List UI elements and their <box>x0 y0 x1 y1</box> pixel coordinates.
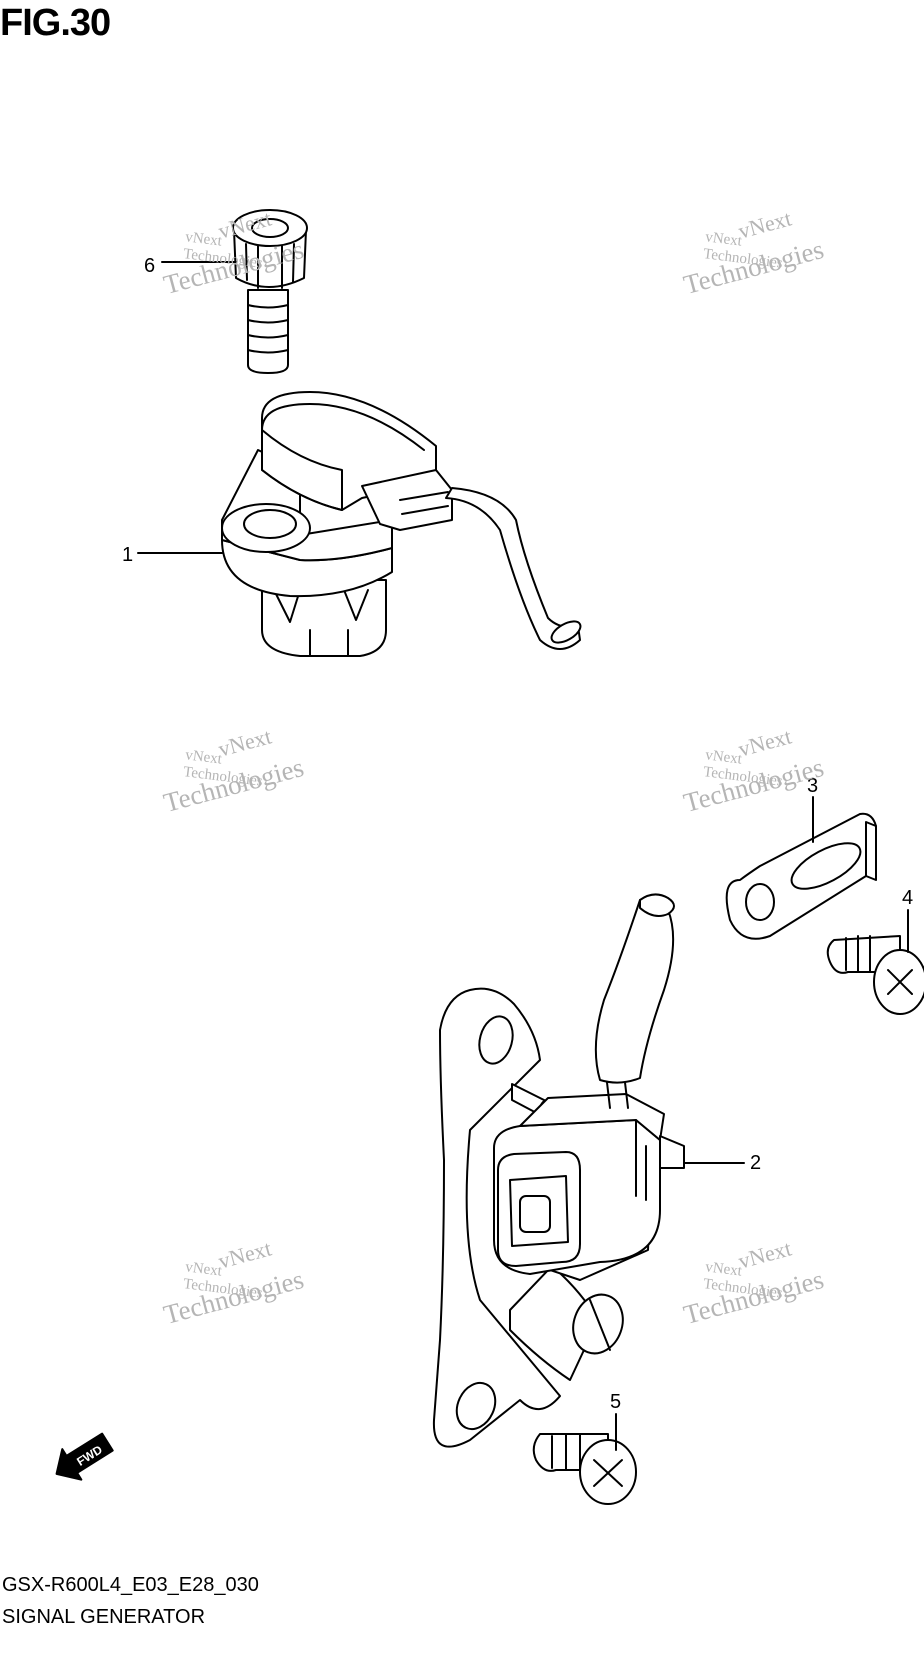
part-3-plate[interactable] <box>725 812 877 940</box>
callout-4: 4 <box>902 887 913 953</box>
callout-1: 1 <box>122 544 223 566</box>
part-4-screw[interactable] <box>826 935 924 1015</box>
callout-6-label: 6 <box>144 255 155 277</box>
callout-2: 2 <box>683 1152 761 1174</box>
callout-1-label: 1 <box>122 544 133 566</box>
model-code: GSX-R600L4_E03_E28_030 <box>2 1574 259 1596</box>
part-5-screw[interactable] <box>532 1433 637 1505</box>
callout-5: 5 <box>610 1391 621 1451</box>
callout-3-label: 3 <box>807 775 818 797</box>
callout-3: 3 <box>807 775 818 843</box>
figure-title: FIG.30 <box>0 2 111 44</box>
part-6-bolt[interactable] <box>232 209 308 374</box>
figure-name: SIGNAL GENERATOR <box>2 1606 206 1628</box>
callout-4-label: 4 <box>902 887 913 909</box>
part-2-sensor-bracket[interactable] <box>432 893 685 1448</box>
callout-5-label: 5 <box>610 1391 621 1413</box>
callout-6: 6 <box>144 255 237 277</box>
callout-2-label: 2 <box>750 1152 761 1174</box>
forward-arrow-icon: FWD <box>55 1432 114 1481</box>
part-1-signal-generator[interactable] <box>221 391 584 657</box>
